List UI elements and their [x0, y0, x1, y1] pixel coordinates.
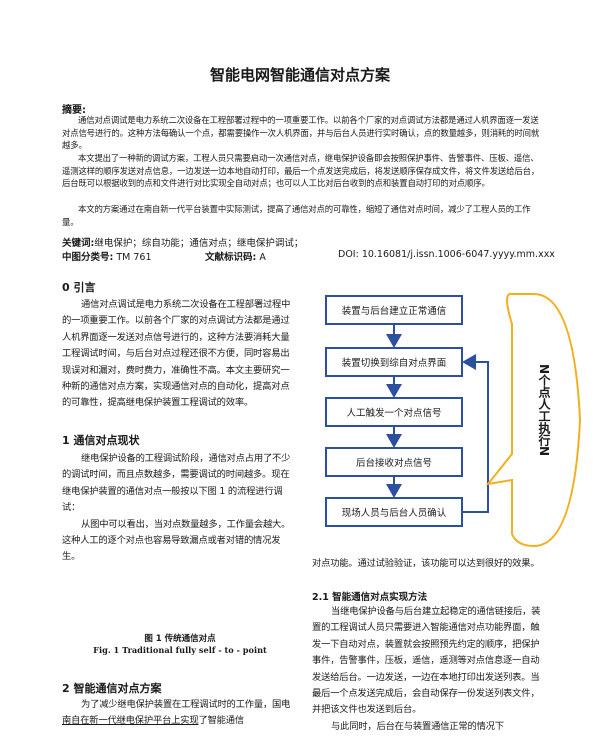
flow-box-5: 现场人员与后台人员确认 [325, 497, 463, 527]
section-2-text: 为了减少继电保护装置在工程调试时的工作量，国电南自在新一代继电保护平台上实现了智… [62, 697, 298, 730]
clc-number: 中图分类号: TM 761 [62, 249, 152, 263]
section-2-1-text: 当继电保护设备与后台建立起稳定的通信链接后，装置的工程调试人员只需要进入智能通信… [312, 604, 548, 735]
flow-box-3: 人工触发一个对点信号 [325, 397, 463, 427]
section-0-heading: 0 引言 [62, 281, 96, 294]
flowchart-figure-1: 装置与后台建立正常通信 装置切换到综自对点界面 人工触发一个对点信号 后台接收对… [325, 292, 582, 548]
clc-label: 中图分类号: [62, 252, 114, 263]
section-2-1-paragraph-1: 当继电保护设备与后台建立起稳定的通信链接后，装置的工程调试人员只需要进入智能通信… [312, 606, 541, 716]
keywords: 关键词:继电保护；综自功能；通信对点；继电保护调试； [62, 235, 542, 249]
doi: DOI: 10.16081/j.issn.1006-6047.yyyy.mm.x… [338, 249, 555, 260]
abstract-label: 摘要: [62, 105, 86, 116]
section-1-paragraph-2: 从图中可以看出，当对点数量越多，工作量会越大。这种人工的逐个对点也容易导致漏点或… [62, 518, 291, 563]
section-2-text-underlined: 南自在新一代继电保护平台上实现 [62, 715, 199, 727]
doccode-value: A [259, 252, 266, 263]
section-2-1-heading: 2.1 智能通信对点实现方法 [312, 592, 428, 603]
document-code: 文献标识码: A [205, 249, 266, 263]
flow-box-4: 后台接收对点信号 [325, 447, 463, 477]
section-2-1-paragraph-2: 与此同时，后台在与装置通信正常的情况下 [331, 720, 504, 732]
flow-loop-arrow [462, 354, 489, 513]
flow-box-1-label: 装置与后台建立正常通信 [342, 305, 447, 317]
abstract-paragraph-3: 本文的方案通过在南自新一代平台装置中实际测试，提高了通信对点的可靠性，缩短了通信… [62, 204, 531, 227]
flow-box-2: 装置切换到综自对点界面 [325, 347, 463, 377]
flow-box-1: 装置与后台建立正常通信 [325, 295, 463, 325]
flow-box-2-label: 装置切换到综自对点界面 [342, 357, 447, 369]
paper-title: 智能电网智能通信对点方案 [209, 66, 390, 84]
figure-caption-cn: 图 1 传统通信对点 [144, 634, 216, 644]
figure-caption-en: Fig. 1 Traditional fully self - to - poi… [93, 645, 267, 655]
flow-box-3-label: 人工触发一个对点信号 [346, 407, 441, 419]
clc-value: TM 761 [116, 252, 152, 263]
abstract-paragraph-2: 本文提出了一种新的调试方案，工程人员只需要启动一次通信对点，继电保护设备即会按照… [62, 153, 540, 188]
flow-box-4-label: 后台接收对点信号 [356, 457, 432, 469]
section-0-paragraph: 通信对点调试是电力系统二次设备在工程部署过程中的一项重要工作。以前各个厂家的对点… [62, 299, 291, 409]
keywords-label: 关键词: [62, 238, 95, 249]
section-2-text-c: 了智能通信 [198, 715, 244, 727]
abstract-paragraph-1: 通信对点调试是电力系统二次设备在工程部署过程中的一项重要工作。以前各个厂家的对点… [62, 115, 540, 150]
section-1-heading: 1 通信对点现状 [62, 434, 140, 447]
doccode-label: 文献标识码: [205, 252, 257, 263]
callout-shape [485, 292, 582, 548]
section-0-text: 通信对点调试是电力系统二次设备在工程部署过程中的一项重要工作。以前各个厂家的对点… [62, 297, 298, 412]
section-2-heading: 2 智能通信对点方案 [62, 682, 162, 695]
callout-label: N个点人工执行N [537, 364, 551, 456]
section-1-text: 继电保护设备的工程调试阶段，通信对点占用了不少的调试时间，而且点数越多，需要调试… [62, 451, 298, 566]
section-1-paragraph-1: 继电保护设备的工程调试阶段，通信对点占用了不少的调试时间，而且点数越多，需要调试… [62, 453, 291, 514]
flow-box-5-label: 现场人员与后台人员确认 [342, 507, 447, 519]
right-col-continuation: 对点功能。通过试验验证，该功能可以达到很好的效果。 [312, 558, 540, 569]
keywords-text: 继电保护；综自功能；通信对点；继电保护调试； [94, 238, 304, 249]
section-2-text-a: 为了减少继电保护装置在工程调试时的工作量，国电 [81, 699, 291, 710]
